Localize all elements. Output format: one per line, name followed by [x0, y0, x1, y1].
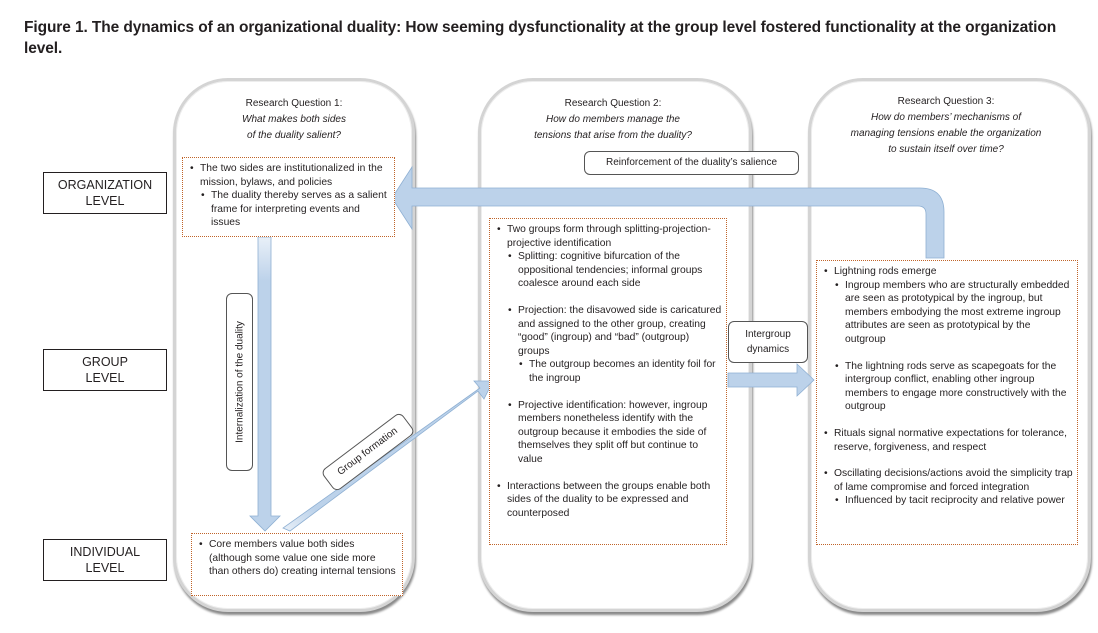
rq1-question-line: of the duality salient? [247, 130, 341, 141]
figure-title: Figure 1. The dynamics of an organizatio… [24, 19, 1057, 57]
internalization-label: Internalization of the duality [226, 293, 253, 471]
bullet-item: The duality thereby serves as a salient … [200, 189, 390, 230]
bullet-item: Splitting: cognitive bifurcation of the … [507, 250, 722, 291]
bullet-item: The two sides are institutionalized in t… [189, 162, 390, 189]
rq3-question-line: to sustain itself over time? [888, 144, 1004, 155]
rq3-question-line: How do members’ mechanisms of [870, 112, 1022, 123]
organization-bullets: The two sides are institutionalized in t… [189, 162, 390, 230]
level-line: INDIVIDUAL [69, 545, 141, 559]
research-question-3: Research Question 3: How do members’ mec… [815, 94, 1077, 158]
bullet-item: Lightning rods emerge [823, 265, 1073, 279]
bullet-item: The outgroup becomes an identity foil fo… [518, 358, 722, 385]
intergroup-dynamics-label: Intergroup dynamics [728, 321, 808, 363]
mechanisms-bullets: Lightning rods emergeIngroup members who… [823, 265, 1073, 508]
intergroup-label-line: dynamics [746, 344, 790, 355]
organization-level-box: The two sides are institutionalized in t… [182, 157, 395, 237]
reinforcement-label: Reinforcement of the duality’s salience [584, 151, 799, 175]
individual-level-box: Core members value both sides (although … [191, 533, 403, 596]
individual-level-label: INDIVIDUAL LEVEL [43, 539, 167, 581]
rq2-title: Research Question 2: [564, 98, 662, 109]
bullet-item: Projective identification: however, ingr… [507, 399, 722, 467]
rq3-title: Research Question 3: [897, 96, 995, 107]
level-line: LEVEL [85, 371, 125, 385]
group-formation-bullets: Two groups form through splitting-projec… [496, 223, 722, 520]
bullet-item: Two groups form through splitting-projec… [496, 223, 722, 250]
bullet-item: Rituals signal normative expectations fo… [823, 427, 1073, 454]
bullet-item: Ingroup members who are structurally emb… [834, 279, 1073, 347]
bullet-item: Core members value both sides (although … [198, 538, 398, 579]
rq3-question-line: managing tensions enable the organizatio… [850, 128, 1042, 139]
bullet-item: The lightning rods serve as scapegoats f… [834, 360, 1073, 414]
level-line: LEVEL [85, 561, 125, 575]
bullet-item: Influenced by tacit reciprocity and rela… [834, 494, 1073, 508]
intergroup-label-line: Intergroup [745, 329, 791, 340]
bullet-item: Projection: the disavowed side is carica… [507, 304, 722, 358]
reinforcement-label-text: Reinforcement of the duality’s salience [605, 157, 778, 168]
rq2-question-line: How do members manage the [546, 114, 680, 125]
research-question-2: Research Question 2: How do members mana… [478, 96, 748, 144]
rq1-question-line: What makes both sides [242, 114, 346, 125]
reinforcement-arrow [391, 165, 945, 259]
level-line: GROUP [82, 355, 128, 369]
internalization-arrow [249, 236, 281, 532]
research-question-1: Research Question 1: What makes both sid… [176, 96, 412, 144]
internalization-label-text: Internalization of the duality [234, 321, 245, 443]
group-level-label: GROUP LEVEL [43, 349, 167, 391]
bullet-item: Interactions between the groups enable b… [496, 480, 722, 521]
group-formation-arrow [282, 380, 494, 532]
organization-level-label: ORGANIZATION LEVEL [43, 172, 167, 214]
intergroup-arrow [727, 363, 815, 397]
individual-bullets: Core members value both sides (although … [198, 538, 398, 579]
rq2-question-line: tensions that arise from the duality? [534, 130, 692, 141]
level-line: LEVEL [85, 194, 125, 208]
bullet-item: Oscillating decisions/actions avoid the … [823, 467, 1073, 494]
mechanisms-box: Lightning rods emergeIngroup members who… [816, 260, 1078, 545]
group-formation-box: Two groups form through splitting-projec… [489, 218, 727, 545]
level-line: ORGANIZATION [57, 178, 153, 192]
rq1-title: Research Question 1: [245, 98, 343, 109]
